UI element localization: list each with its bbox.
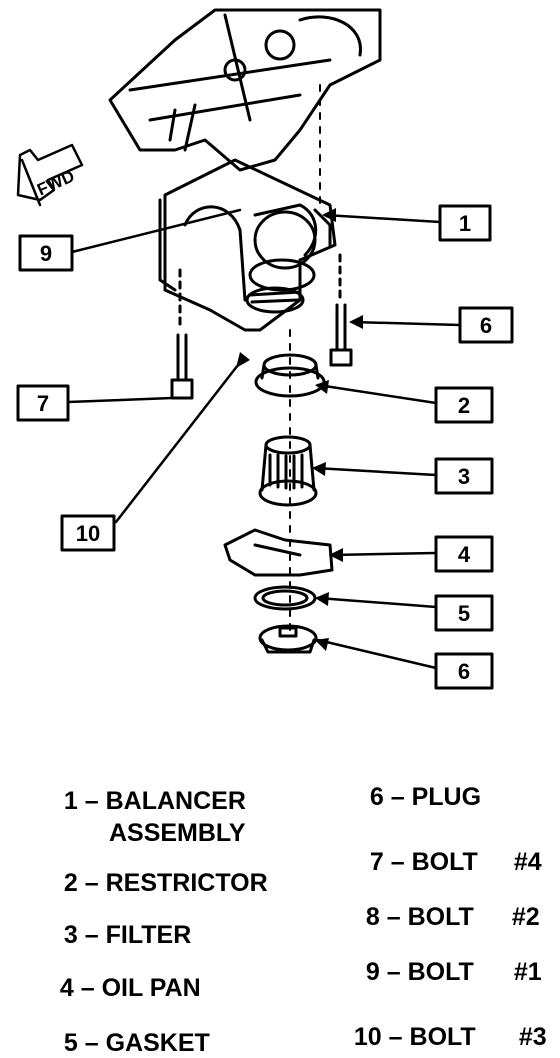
callout-number: 10 bbox=[76, 521, 100, 546]
balancer-assembly bbox=[158, 158, 337, 332]
callout-box-1 bbox=[438, 204, 492, 242]
callout-number: 1 bbox=[459, 211, 471, 236]
callout-number: 5 bbox=[458, 601, 470, 626]
callout-box-4 bbox=[434, 535, 494, 573]
legend-item-8: 8 – BOLT bbox=[365, 903, 474, 931]
callout-box-6-bottom bbox=[434, 652, 494, 690]
callout-number: 6 bbox=[458, 659, 470, 684]
gasket bbox=[253, 585, 317, 611]
legend-item-9-suffix: #1 bbox=[513, 958, 542, 986]
callout-box-10 bbox=[60, 514, 116, 552]
legend-item-1: 1 – BALANCER bbox=[63, 787, 246, 815]
legend-item-7: 7 – BOLT bbox=[369, 848, 478, 876]
fwd-label: FWD bbox=[34, 166, 77, 199]
callout-box-6-top bbox=[458, 306, 514, 344]
legend-item-10: 10 – BOLT bbox=[353, 1023, 476, 1051]
callout-number: 2 bbox=[458, 393, 470, 418]
callout-box-7 bbox=[16, 384, 70, 422]
callout-box-3 bbox=[434, 457, 494, 495]
legend-item-1-line2: ASSEMBLY bbox=[108, 819, 246, 847]
callout-box-5 bbox=[434, 594, 494, 632]
engine-block bbox=[108, 8, 382, 172]
legend-item-2: 2 – RESTRICTOR bbox=[63, 869, 268, 897]
callout-number: 7 bbox=[37, 391, 49, 416]
legend-item-3: 3 – FILTER bbox=[63, 921, 192, 949]
legend-item-5: 5 – GASKET bbox=[63, 1029, 210, 1057]
filter bbox=[258, 435, 318, 507]
legend-item-10-suffix: #3 bbox=[518, 1023, 547, 1051]
legend-item-6: 6 – PLUG bbox=[369, 783, 482, 811]
legend-item-7-suffix: #4 bbox=[513, 848, 542, 876]
fwd-arrow-icon bbox=[16, 143, 84, 207]
callout-number: 9 bbox=[40, 241, 52, 266]
bolt-7 bbox=[170, 268, 194, 400]
callout-number: 4 bbox=[458, 542, 471, 567]
bolt-8 bbox=[329, 253, 353, 367]
callout-box-9 bbox=[18, 234, 74, 272]
legend-item-8-suffix: #2 bbox=[511, 903, 540, 931]
callout-boxes bbox=[16, 204, 514, 690]
plug bbox=[258, 624, 318, 654]
callout-number: 6 bbox=[480, 313, 492, 338]
leader-arrowheads bbox=[236, 208, 363, 651]
legend-item-4: 4 – OIL PAN bbox=[59, 974, 201, 1002]
oil-pan bbox=[223, 528, 334, 577]
callout-box-2 bbox=[434, 386, 494, 424]
legend-item-9: 9 – BOLT bbox=[365, 958, 474, 986]
leader-lines bbox=[66, 208, 462, 670]
exploded-diagram: FWD 1 9 6 7 2 3 10 4 5 6 bbox=[16, 8, 514, 690]
callout-number: 3 bbox=[458, 464, 470, 489]
